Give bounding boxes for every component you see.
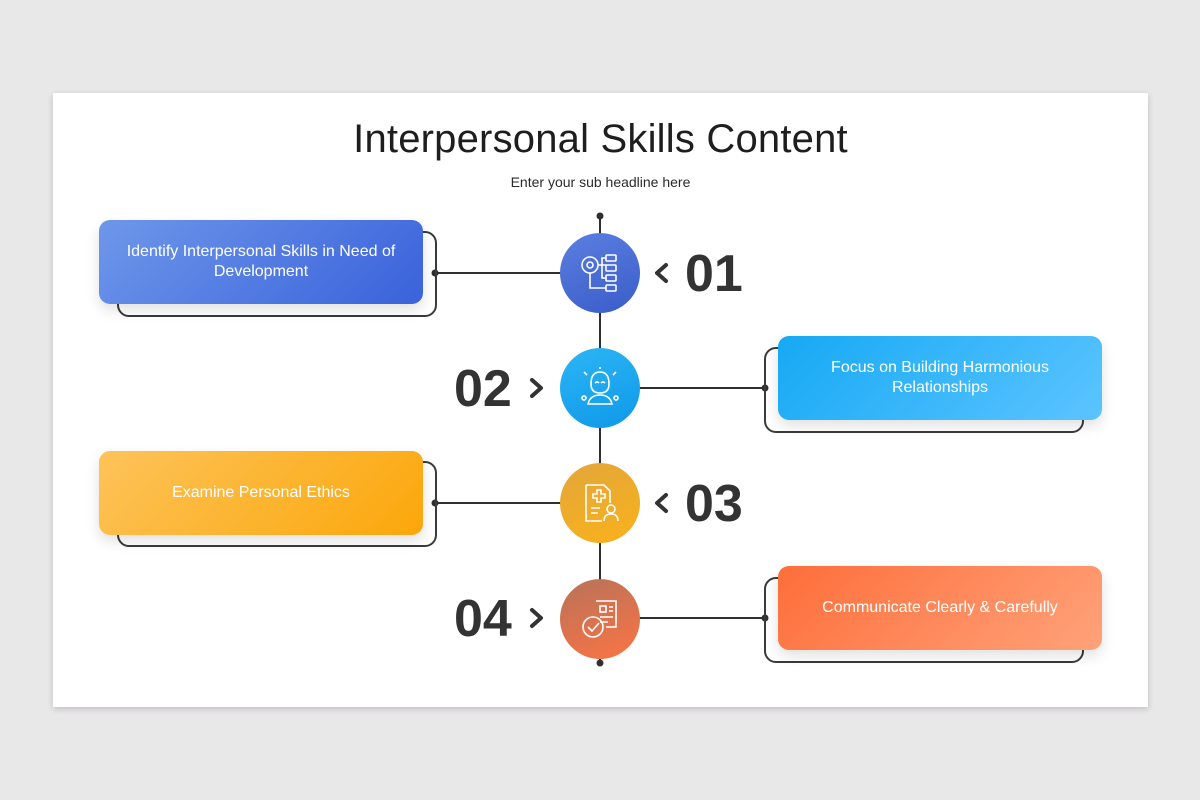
step-2-label: Focus on Building Harmonious Relationshi…: [831, 359, 1049, 396]
step-3-label: Examine Personal Ethics: [172, 484, 350, 501]
step-1-number: 01: [685, 245, 743, 303]
step-3-number: 03: [685, 475, 743, 533]
slide: Interpersonal Skills Content Enter your …: [53, 93, 1148, 707]
step-3-circle: [560, 463, 640, 543]
step-4-label: Communicate Clearly & Carefully: [822, 599, 1058, 616]
chevron-left-icon: [655, 263, 668, 283]
step-4-number: 04: [454, 590, 512, 648]
step-2-card[interactable]: Focus on Building Harmonious Relationshi…: [778, 336, 1102, 420]
chevron-left-icon: [655, 493, 668, 513]
chevron-right-icon: [530, 608, 543, 628]
step-4-circle: [560, 579, 640, 659]
step-1-card[interactable]: Identify Interpersonal Skills in Need of…: [99, 220, 423, 304]
step-2-circle: [560, 348, 640, 428]
page-title: Interpersonal Skills Content: [353, 117, 848, 161]
meditation-person-icon: [581, 367, 619, 405]
approved-document-icon: [582, 600, 617, 638]
step-1-label: Identify Interpersonal Skills in Need of…: [126, 243, 396, 280]
step-1-circle: [560, 233, 640, 313]
org-chart-icon: [581, 254, 617, 292]
step-4-card[interactable]: Communicate Clearly & Carefully: [778, 566, 1102, 650]
page-subtitle: Enter your sub headline here: [510, 174, 691, 190]
step-3-card[interactable]: Examine Personal Ethics: [99, 451, 423, 535]
chevron-right-icon: [530, 378, 543, 398]
medical-report-icon: [585, 484, 619, 522]
step-2-number: 02: [454, 360, 512, 418]
